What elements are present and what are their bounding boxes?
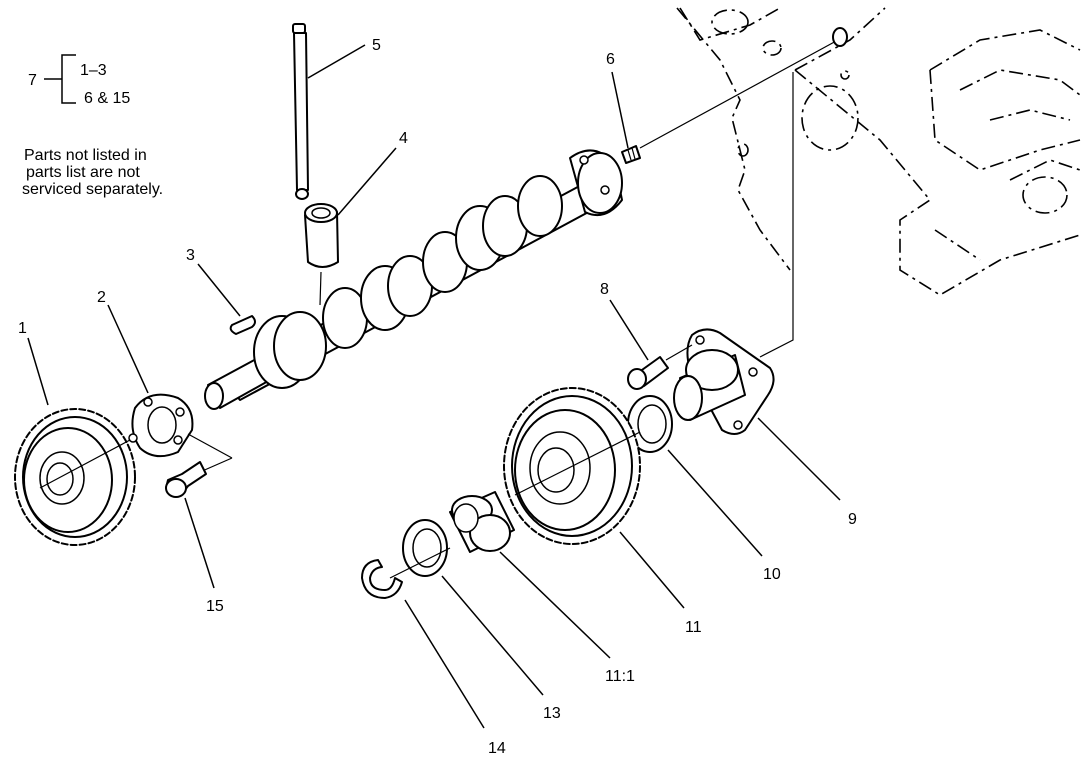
callout-9: 9 [848,511,857,528]
callout-6: 6 [606,51,615,68]
front-thrust-washer [402,519,448,577]
block-bore-mark [832,27,848,47]
thrust-washer [627,395,673,453]
group-item-2: 6 & 15 [84,90,130,107]
service-note-line-3: serviced separately. [22,181,164,198]
part-15-axis-line [187,433,233,459]
group-bracket [44,54,76,104]
callout-1: 1 [18,320,27,337]
camshaft [204,149,623,410]
callout-8: 8 [600,281,609,298]
idler-gear-support [673,328,775,435]
woodruff-key [229,315,256,335]
callout-10: 10 [763,566,781,583]
service-note: Parts not listed in parts list are not s… [22,147,163,198]
snap-ring [361,559,403,599]
block-to-support-line [759,72,794,358]
camshaft-gear [14,408,136,546]
part-6-axis-line [639,39,839,149]
bushing [449,491,515,553]
callout-4: 4 [399,130,408,147]
front-axis-line [389,547,451,579]
group-item-1: 1–3 [80,62,107,79]
bolt-15 [165,461,207,498]
callout-11-1: 11:1 [605,668,635,685]
group-number: 7 [28,72,37,89]
callout-2: 2 [97,289,106,306]
callout-14: 14 [488,740,506,757]
leader-lines [27,44,841,729]
idler-axis-line [514,431,641,496]
service-note-line-1: Parts not listed in [24,147,147,164]
service-note-line-2: parts list are not [26,164,140,181]
engine-block-outline [676,7,1081,296]
thrust-plate [128,393,194,458]
callout-5: 5 [372,37,381,54]
plug [621,145,641,164]
part-15-axis-line-2 [199,457,233,473]
push-rod [292,23,309,200]
part-8-axis-line [665,344,693,361]
callout-13: 13 [543,705,561,722]
callout-3: 3 [186,247,195,264]
idler-gear [503,387,641,545]
bolt-8 [627,356,669,390]
callout-15: 15 [206,598,224,615]
callout-11: 11 [685,619,702,636]
tappet [304,203,339,306]
